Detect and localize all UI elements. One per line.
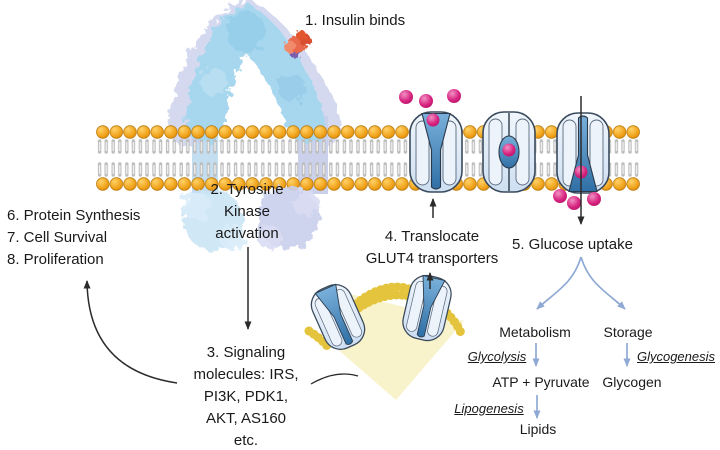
cell-membrane bbox=[96, 125, 640, 191]
label-outcome-protein-synthesis: 6. Protein Synthesis bbox=[7, 207, 141, 224]
label-glycogenesis: Glycogenesis bbox=[636, 349, 716, 364]
label-lipids: Lipids bbox=[519, 421, 557, 437]
label-storage: Storage bbox=[603, 324, 653, 340]
label-step3-signaling-molecules: 3. Signaling molecules: IRS, PI3K, PDK1,… bbox=[193, 344, 299, 449]
label-step4-translocate-glut4: 4. Translocate GLUT4 transporters bbox=[365, 228, 499, 267]
metabolic-flow-arrows bbox=[532, 256, 631, 419]
label-glycolysis: Glycolysis bbox=[467, 349, 527, 364]
glut4-vesicle bbox=[304, 271, 466, 400]
label-metabolism: Metabolism bbox=[499, 324, 571, 340]
arrow-to-storage bbox=[580, 256, 626, 310]
label-step5-glucose-uptake: 5. Glucose uptake bbox=[512, 236, 633, 253]
label-outcome-cell-survival: 7. Cell Survival bbox=[7, 229, 108, 246]
label-step2-tyrosine-kinase: 2. Tyrosine Kinase activation bbox=[210, 181, 284, 242]
vesicle-membrane bbox=[304, 282, 466, 353]
insulin-molecule bbox=[284, 30, 311, 58]
glucose-molecules bbox=[399, 89, 601, 210]
glucose-molecule bbox=[399, 89, 601, 210]
label-atp-pyruvate: ATP + Pyruvate bbox=[492, 374, 590, 390]
line-signaling-to-vesicle bbox=[310, 373, 359, 385]
arrow-to-metabolism bbox=[536, 256, 582, 310]
receptor-ectodomain bbox=[167, 0, 341, 147]
label-glycogen: Glycogen bbox=[602, 374, 662, 390]
label-step1-insulin-binds: 1. Insulin binds bbox=[305, 12, 406, 29]
step-arrows bbox=[83, 96, 585, 385]
label-outcome-proliferation: 8. Proliferation bbox=[7, 251, 104, 268]
arrow-signaling-to-outcomes bbox=[83, 280, 178, 384]
glut4-transporter-open-bottom bbox=[556, 112, 610, 194]
receptor-kinase-domains bbox=[182, 187, 319, 250]
label-lipogenesis: Lipogenesis bbox=[454, 401, 524, 416]
